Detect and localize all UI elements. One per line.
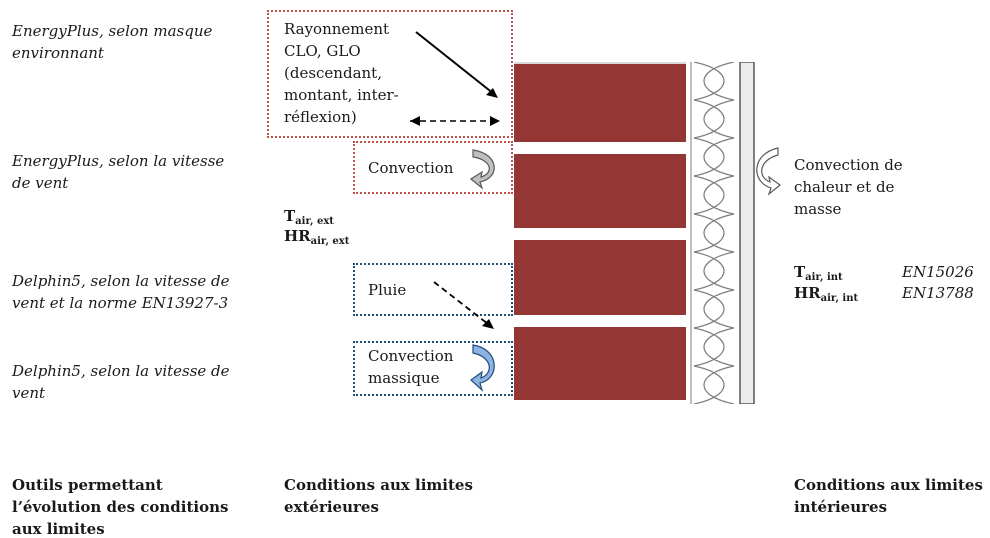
footer-tools: Outils permettant l’évolution des condit… <box>12 476 229 538</box>
brick-4 <box>514 327 686 400</box>
norm-hr: EN13788 <box>902 284 974 302</box>
interior-convection-label: Convection de chaleur et de masse <box>794 156 903 218</box>
rain-box <box>353 263 513 316</box>
curved-arrow-icon-blue <box>470 344 495 392</box>
brick-3 <box>514 240 686 315</box>
brick-1 <box>514 64 686 142</box>
mass-convection-box <box>353 341 513 396</box>
insulation-layer <box>690 62 755 404</box>
t-air-int: Tair, int <box>794 263 843 283</box>
footer-interior: Conditions aux limites intérieures <box>794 476 983 516</box>
tool-delphin-wind: Delphin5, selon la vitesse de vent <box>12 362 230 402</box>
hr-air-ext: HRair, ext <box>284 227 350 247</box>
radiation-label: Rayonnement CLO, GLO (descendant, montan… <box>284 20 399 126</box>
mass-convection-label: Convection massique <box>368 347 454 387</box>
mortar-joint-2 <box>514 228 686 240</box>
brick-2 <box>514 154 686 228</box>
convection-box <box>353 141 513 194</box>
hr-air-int: HRair, int <box>794 284 859 304</box>
diagonal-arrow-icon <box>410 31 500 126</box>
tool-energyplus-mask: EnergyPlus, selon masque environnant <box>12 22 213 62</box>
tool-energyplus-wind: EnergyPlus, selon la vitesse de vent <box>12 152 225 192</box>
curved-arrow-icon-interior <box>756 147 781 196</box>
dashed-arrow-icon <box>433 281 494 329</box>
radiation-box <box>267 10 513 138</box>
t-air-ext: Tair, ext <box>284 207 334 227</box>
footer-exterior: Conditions aux limites extérieures <box>284 476 473 516</box>
convection-label: Convection <box>368 159 454 177</box>
mortar-joint-3 <box>514 315 686 327</box>
norm-t: EN15026 <box>902 263 974 281</box>
curved-arrow-icon <box>470 149 495 190</box>
mortar-joint-1 <box>514 142 686 154</box>
rain-label: Pluie <box>368 281 407 299</box>
tool-delphin-rain: Delphin5, selon la vitesse de vent et la… <box>12 272 230 312</box>
